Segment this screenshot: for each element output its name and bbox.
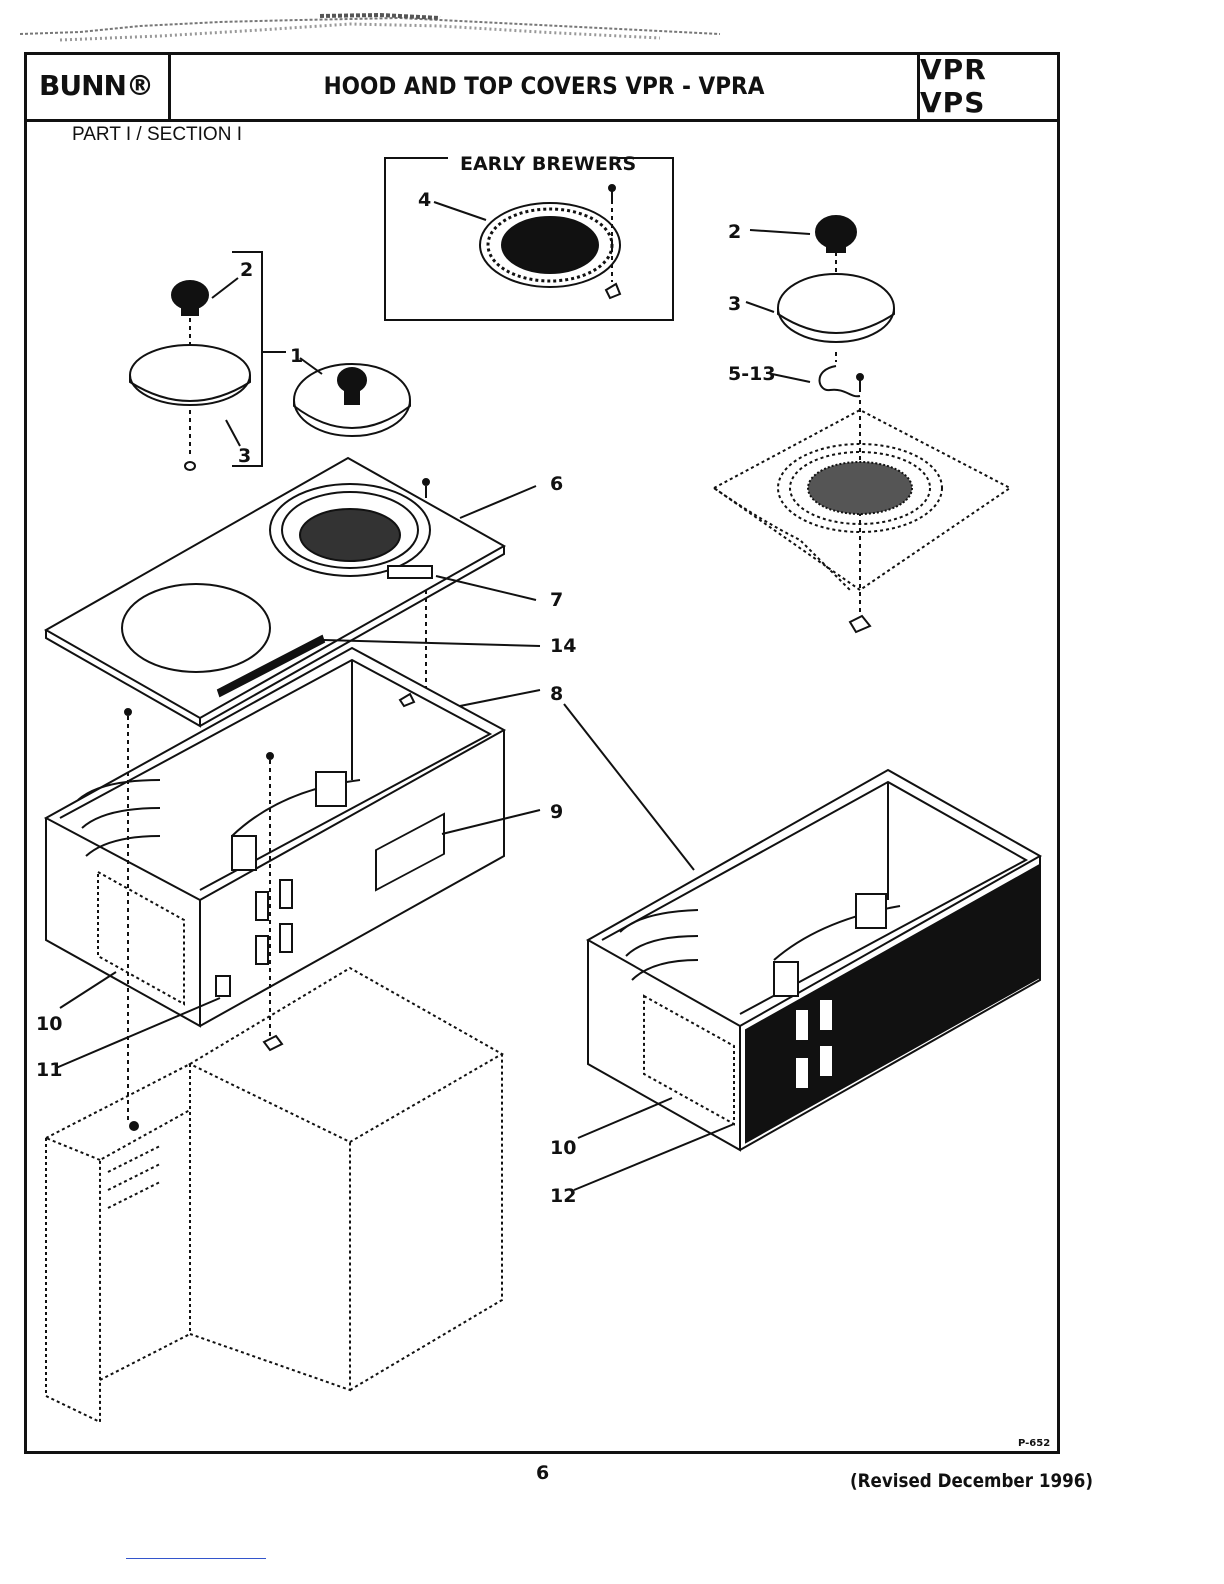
callout-2-left: 2	[240, 259, 253, 281]
page-number: 6	[536, 1462, 549, 1484]
callout-1: 1	[290, 345, 303, 367]
callout-11: 11	[36, 1059, 62, 1081]
callout-7: 7	[550, 589, 563, 611]
inset-title: EARLY BREWERS	[460, 153, 636, 175]
callout-4: 4	[418, 189, 431, 211]
right-hood-body	[588, 770, 1040, 1150]
callout-6: 6	[550, 473, 563, 495]
callout-5-13: 5-13	[728, 363, 776, 385]
callout-3-right: 3	[728, 293, 741, 315]
callout-9: 9	[550, 801, 563, 823]
scan-artifact-line	[126, 1558, 266, 1559]
callout-2-right: 2	[728, 221, 741, 243]
revision-note: (Revised December 1996)	[850, 1470, 1093, 1492]
callout-8: 8	[550, 683, 563, 705]
right-cover-exploded	[714, 216, 1010, 632]
drawing-code: P-652	[1018, 1438, 1050, 1449]
callout-14: 14	[550, 635, 576, 657]
left-hood-body	[46, 648, 504, 1124]
early-brewers-spray-ring	[480, 203, 620, 287]
callout-10-left: 10	[36, 1013, 62, 1035]
callout-3-left: 3	[238, 445, 251, 467]
callout-12: 12	[550, 1185, 576, 1207]
assembled-cover	[294, 364, 410, 436]
top-plate	[46, 458, 504, 726]
callout-10-right: 10	[550, 1137, 576, 1159]
left-cover-exploded	[130, 281, 250, 470]
